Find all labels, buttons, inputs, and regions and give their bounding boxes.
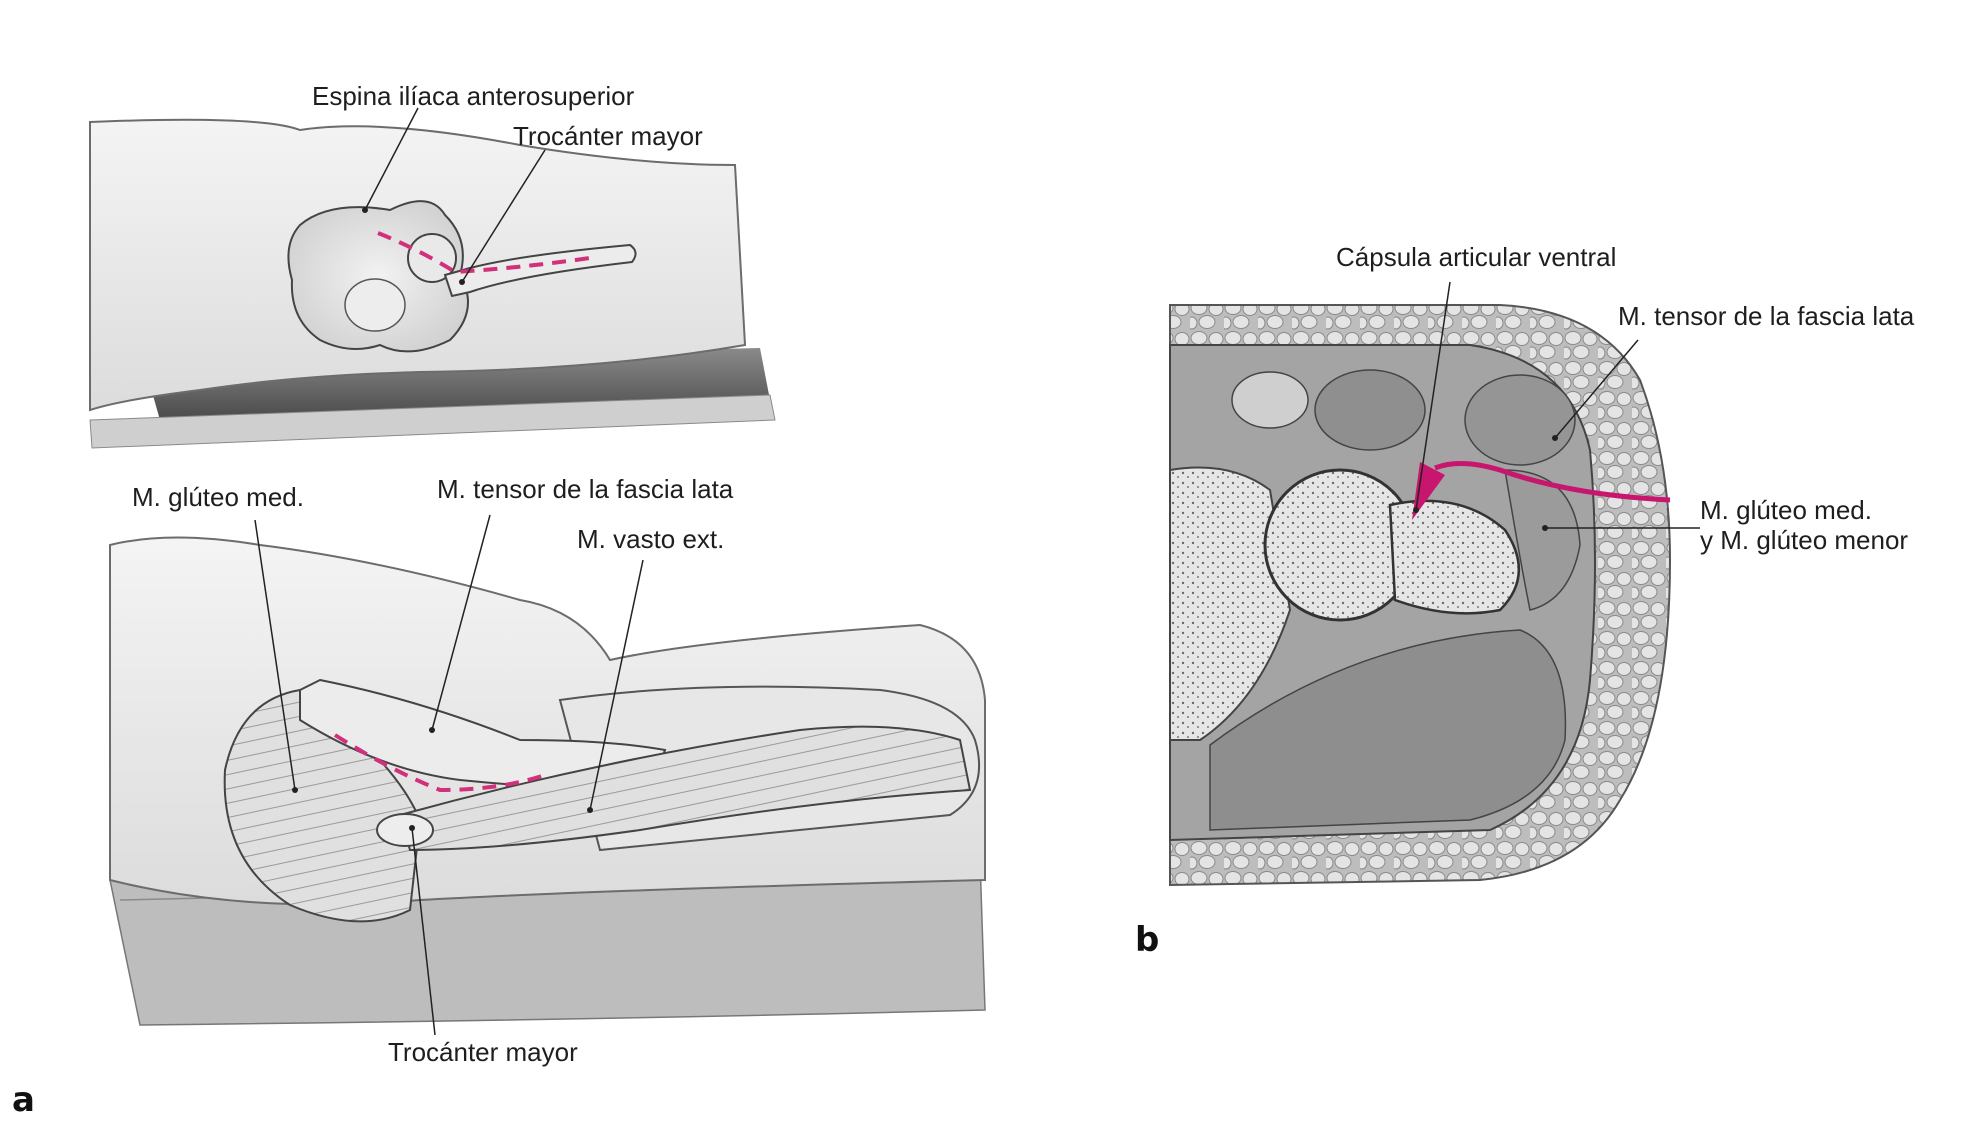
leader-dot-trochanter-bottom xyxy=(409,825,415,831)
leader-trochanter-top xyxy=(461,149,546,283)
label-tensor-fascia-lata-a: M. tensor de la fascia lata xyxy=(437,474,734,504)
leader-dot-vastus xyxy=(587,807,593,813)
figure-a-bottom-view xyxy=(109,514,986,1036)
leader-dot-asis xyxy=(362,207,368,213)
anterior-muscle xyxy=(1314,369,1426,451)
leader-dot-trochanter-top xyxy=(459,279,465,285)
figure-b-cross-section xyxy=(1169,281,1700,887)
panel-letter-b: b xyxy=(1135,920,1160,960)
leader-vastus xyxy=(589,559,644,811)
label-gluteus-medius: M. glúteo med. xyxy=(132,482,304,512)
gluteus-maximus-section xyxy=(1209,629,1567,831)
label-tensor-fascia-lata-b: M. tensor de la fascia lata xyxy=(1618,301,1915,331)
obturator-foramen xyxy=(344,278,406,332)
vastus-lateralis-muscle xyxy=(398,725,972,852)
leader-dot-capsule xyxy=(1413,507,1419,513)
label-ventral-capsule: Cápsula articular ventral xyxy=(1336,242,1617,272)
label-vastus-lateralis: M. vasto ext. xyxy=(577,524,725,554)
pelvic-bone-section xyxy=(1169,466,1292,741)
leader-dot-gluteus xyxy=(292,787,298,793)
label-trochanter-top: Trocánter mayor xyxy=(513,121,703,151)
leader-gluteus xyxy=(254,519,296,791)
figure-a-top-view xyxy=(89,107,776,449)
greater-trochanter xyxy=(376,813,434,847)
tensor-fascia-lata-section xyxy=(1464,374,1576,466)
label-gluteus-b-line2: y M. glúteo menor xyxy=(1700,524,1909,555)
gluteus-medius-muscle xyxy=(223,688,422,923)
label-asis: Espina ilíaca anterosuperior xyxy=(312,81,635,111)
incision-line-top xyxy=(377,231,591,275)
table-edge xyxy=(89,394,776,449)
leader-asis xyxy=(364,107,419,211)
vessel-nerve-bundle xyxy=(1231,371,1309,429)
label-gluteus-b: M. glúteo med. y M. glúteo menor xyxy=(1700,495,1909,556)
femoral-neck-section xyxy=(1388,499,1520,615)
access-arrow-shaft xyxy=(1434,460,1671,503)
leader-trochanter-bottom xyxy=(411,827,436,1036)
leader-tensor xyxy=(431,514,491,731)
leader-dot-tensor-b xyxy=(1552,435,1558,441)
leader-capsule xyxy=(1415,281,1451,511)
label-trochanter-bottom: Trocánter mayor xyxy=(388,1037,578,1067)
label-gluteus-b-line1: M. glúteo med. xyxy=(1700,495,1872,525)
leader-dot-gluteus-b xyxy=(1542,525,1548,531)
leader-dot-tensor xyxy=(429,727,435,733)
panel-letter-a: a xyxy=(12,1080,35,1120)
leader-tensor-b xyxy=(1554,339,1639,439)
incision-line-bottom xyxy=(333,733,546,793)
